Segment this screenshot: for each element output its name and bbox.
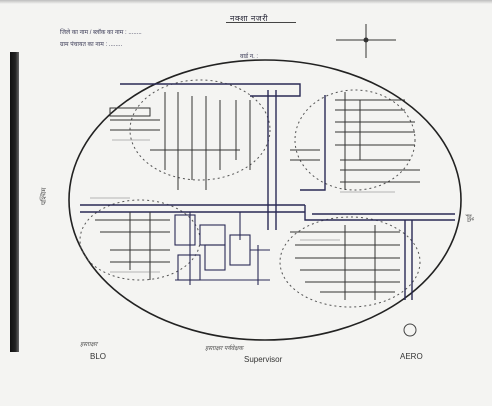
road-east — [304, 205, 455, 221]
title-underline — [226, 22, 296, 23]
header-line-3: वार्ड न. : — [240, 54, 259, 60]
header-line-1: जिले का नाम / ब्लॉक का नाम : ........ — [60, 30, 142, 36]
supervisor-label: Supervisor — [244, 355, 283, 364]
supervisor-signature: हस्ताक्षर पर्यवेक्षक — [205, 346, 244, 352]
scan-binding-shadow — [10, 52, 19, 352]
header-line-2: ग्राम पंचायत का नाम : ........ — [60, 42, 123, 48]
aero-stamp — [403, 323, 417, 337]
dotted-area-northeast — [294, 89, 416, 191]
village-boundary — [68, 59, 462, 341]
dotted-area-southeast — [279, 216, 421, 308]
aero-label: AERO — [400, 352, 423, 361]
dotted-area-northwest — [129, 79, 271, 181]
road-northeast — [300, 95, 326, 191]
blo-label: BLO — [90, 352, 107, 361]
map-title: नक्शा नजरी — [230, 14, 269, 23]
road-north-main — [120, 83, 301, 97]
blo-signature: हस्ताक्षर — [80, 342, 98, 348]
scan-edge-top — [0, 0, 492, 4]
compass-icon — [336, 24, 396, 58]
